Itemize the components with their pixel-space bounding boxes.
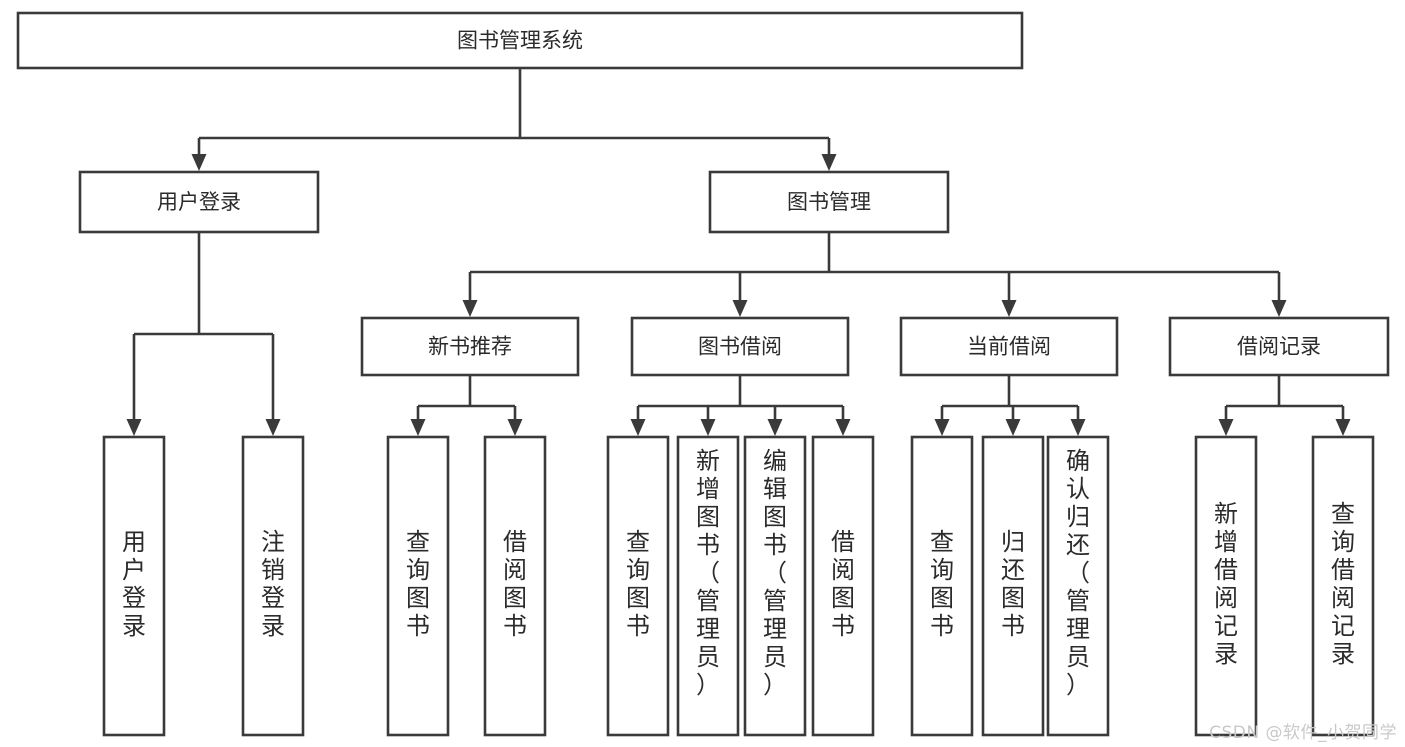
- node-leaf-confirm-return[interactable]: 确认归还（管理员）: [1046, 435, 1110, 737]
- node-leaf-user-login[interactable]: 用户登录: [102, 435, 166, 737]
- connector-group-borrow-record: [1218, 375, 1351, 436]
- node-label-borrow-record: 借阅记录: [1237, 335, 1321, 359]
- node-leaf-edit-book[interactable]: 编辑图书（管理员）: [743, 435, 807, 737]
- node-label-leaf-add-book: 新增图书（管理员）: [696, 447, 720, 699]
- node-label-book-borrow: 图书借阅: [698, 335, 782, 359]
- node-box-borrow-record[interactable]: [1168, 316, 1390, 377]
- connector-group-new-book-rec: [410, 375, 523, 436]
- arrow-head-icon: [630, 419, 646, 436]
- node-new-book-rec[interactable]: 新书推荐: [360, 316, 580, 377]
- arrow-head-icon: [410, 419, 426, 436]
- connector-layer: [126, 68, 1351, 436]
- node-box-root[interactable]: [16, 11, 1024, 70]
- node-leaf-add-book[interactable]: 新增图书（管理员）: [676, 435, 740, 737]
- arrow-head-icon: [1335, 419, 1351, 436]
- arrow-head-icon: [191, 154, 207, 171]
- arrow-head-icon: [821, 154, 837, 171]
- node-borrow-record[interactable]: 借阅记录: [1168, 316, 1390, 377]
- node-box-leaf-borrow-book-2[interactable]: [811, 435, 875, 737]
- node-label-leaf-logout: 注销登录: [261, 528, 285, 640]
- connector-group-root: [191, 68, 837, 171]
- connector-group-book-borrow: [630, 375, 851, 436]
- node-box-leaf-logout[interactable]: [241, 435, 305, 737]
- node-box-new-book-rec[interactable]: [360, 316, 580, 377]
- node-book-borrow[interactable]: 图书借阅: [630, 316, 850, 377]
- node-leaf-borrow-book-2[interactable]: 借阅图书: [811, 435, 875, 737]
- node-label-root: 图书管理系统: [457, 29, 583, 53]
- node-label-leaf-borrow-book-2: 借阅图书: [831, 528, 855, 640]
- arrow-head-icon: [1218, 419, 1234, 436]
- node-book-manage[interactable]: 图书管理: [708, 170, 950, 234]
- node-box-user-login[interactable]: [78, 170, 320, 234]
- node-label-book-manage: 图书管理: [787, 190, 871, 214]
- arrow-head-icon: [934, 419, 950, 436]
- arrow-head-icon: [700, 419, 716, 436]
- node-leaf-return-book[interactable]: 归还图书: [981, 435, 1045, 737]
- arrow-head-icon: [732, 300, 748, 317]
- node-leaf-add-record[interactable]: 新增借阅记录: [1194, 435, 1258, 737]
- node-box-leaf-query-book-2[interactable]: [606, 435, 670, 737]
- node-box-leaf-query-book-3[interactable]: [910, 435, 974, 737]
- node-label-leaf-edit-book: 编辑图书（管理员）: [763, 447, 787, 699]
- node-box-leaf-borrow-book-1[interactable]: [483, 435, 547, 737]
- node-label-leaf-borrow-book-1: 借阅图书: [503, 528, 527, 640]
- node-box-leaf-query-record[interactable]: [1311, 435, 1375, 737]
- node-leaf-query-book-1[interactable]: 查询图书: [386, 435, 450, 737]
- connector-group-current-borrow: [934, 375, 1086, 436]
- arrow-head-icon: [265, 419, 281, 436]
- arrow-head-icon: [1271, 300, 1287, 317]
- node-leaf-borrow-book-1[interactable]: 借阅图书: [483, 435, 547, 737]
- node-label-current-borrow: 当前借阅: [967, 335, 1051, 359]
- node-current-borrow[interactable]: 当前借阅: [899, 316, 1119, 377]
- arrow-head-icon: [126, 419, 142, 436]
- node-label-leaf-return-book: 归还图书: [1001, 528, 1025, 640]
- node-box-leaf-query-book-1[interactable]: [386, 435, 450, 737]
- node-layer: 图书管理系统用户登录图书管理新书推荐图书借阅当前借阅借阅记录用户登录注销登录查询…: [16, 11, 1390, 737]
- node-label-leaf-query-record: 查询借阅记录: [1331, 500, 1355, 668]
- arrow-head-icon: [1070, 419, 1086, 436]
- node-box-leaf-return-book[interactable]: [981, 435, 1045, 737]
- node-label-leaf-query-book-2: 查询图书: [626, 528, 650, 640]
- arrow-head-icon: [767, 419, 783, 436]
- connector-group-user-login: [126, 232, 281, 436]
- node-label-leaf-user-login: 用户登录: [122, 528, 146, 640]
- arrow-head-icon: [1001, 300, 1017, 317]
- arrow-head-icon: [507, 419, 523, 436]
- node-leaf-query-record[interactable]: 查询借阅记录: [1311, 435, 1375, 737]
- node-leaf-query-book-2[interactable]: 查询图书: [606, 435, 670, 737]
- node-label-leaf-query-book-3: 查询图书: [930, 528, 954, 640]
- node-box-current-borrow[interactable]: [899, 316, 1119, 377]
- arrow-head-icon: [1005, 419, 1021, 436]
- node-label-leaf-add-record: 新增借阅记录: [1214, 500, 1238, 668]
- node-root[interactable]: 图书管理系统: [16, 11, 1024, 70]
- node-box-book-manage[interactable]: [708, 170, 950, 234]
- node-leaf-logout[interactable]: 注销登录: [241, 435, 305, 737]
- arrow-head-icon: [835, 419, 851, 436]
- node-box-leaf-add-record[interactable]: [1194, 435, 1258, 737]
- node-box-leaf-confirm-return[interactable]: [1046, 435, 1110, 737]
- connector-group-book-manage: [462, 232, 1287, 317]
- node-box-leaf-edit-book[interactable]: [743, 435, 807, 737]
- node-box-book-borrow[interactable]: [630, 316, 850, 377]
- node-label-leaf-query-book-1: 查询图书: [406, 528, 430, 640]
- node-label-new-book-rec: 新书推荐: [428, 335, 512, 359]
- node-label-leaf-confirm-return: 确认归还（管理员）: [1066, 447, 1090, 699]
- node-leaf-query-book-3[interactable]: 查询图书: [910, 435, 974, 737]
- node-user-login[interactable]: 用户登录: [78, 170, 320, 234]
- node-box-leaf-add-book[interactable]: [676, 435, 740, 737]
- watermark-label: CSDN @软件_小贺同学: [1209, 723, 1397, 743]
- node-label-user-login: 用户登录: [157, 190, 241, 214]
- node-box-leaf-user-login[interactable]: [102, 435, 166, 737]
- arrow-head-icon: [462, 300, 478, 317]
